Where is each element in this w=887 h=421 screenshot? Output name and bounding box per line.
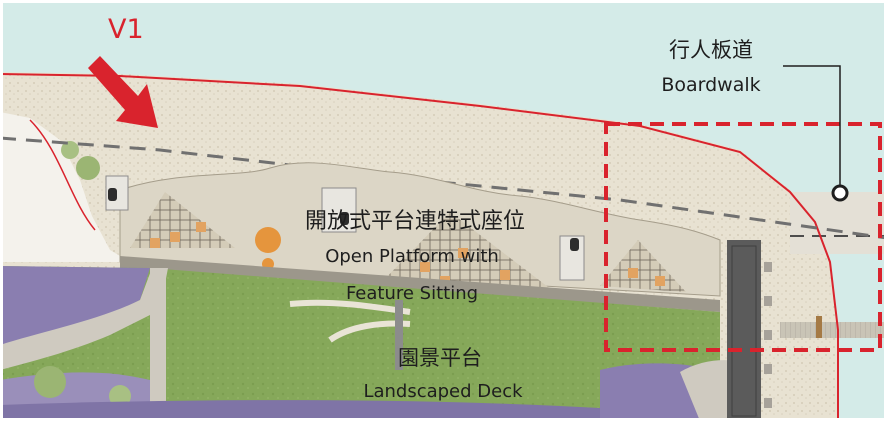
tree [76, 156, 100, 180]
boardwalk-leader [783, 65, 841, 192]
litter-bin [108, 188, 117, 201]
boardwalk-deck [780, 322, 887, 338]
boardwalk-strip [790, 192, 887, 254]
footpath [0, 268, 168, 370]
feature-seating-west [130, 192, 235, 248]
tree [61, 141, 79, 159]
deck-label-zh: 園景平台 [398, 346, 482, 370]
deck-strip [727, 240, 761, 421]
planting-bed [0, 400, 600, 421]
boardwalk-label-en: Boardwalk [661, 74, 761, 96]
feature-planter [255, 227, 281, 253]
deck-label-en: Landscaped Deck [363, 381, 523, 402]
footpath [150, 268, 166, 421]
railing-posts [764, 262, 772, 408]
boardwalk-label-zh: 行人板道 [669, 38, 753, 62]
litter-bin [570, 238, 579, 251]
platform-label-en-line2: Feature Sitting [345, 283, 479, 304]
platform-label-zh: 開放式平台連特式座位 [304, 209, 525, 234]
landscaped-deck-lawn [0, 266, 720, 421]
site-boundary [0, 73, 839, 421]
tree [34, 366, 66, 398]
platform-label-en-line1: Open Platform with [325, 246, 499, 267]
viewpoint-label: V1 [108, 14, 144, 45]
litter-bin [340, 212, 349, 225]
bench [559, 235, 585, 281]
footpath [680, 360, 740, 421]
planting-bed [0, 266, 150, 350]
tree [109, 385, 131, 407]
boardwalk-marker [831, 184, 849, 202]
deck-edge [120, 256, 720, 312]
bench [321, 187, 357, 233]
bench [816, 316, 822, 338]
feature-seating-east [600, 240, 686, 292]
west-garden-edge [0, 112, 130, 262]
lawn-steps [395, 300, 403, 370]
arrow-down-right-icon [88, 56, 158, 128]
boardwalk-frame [604, 122, 882, 352]
